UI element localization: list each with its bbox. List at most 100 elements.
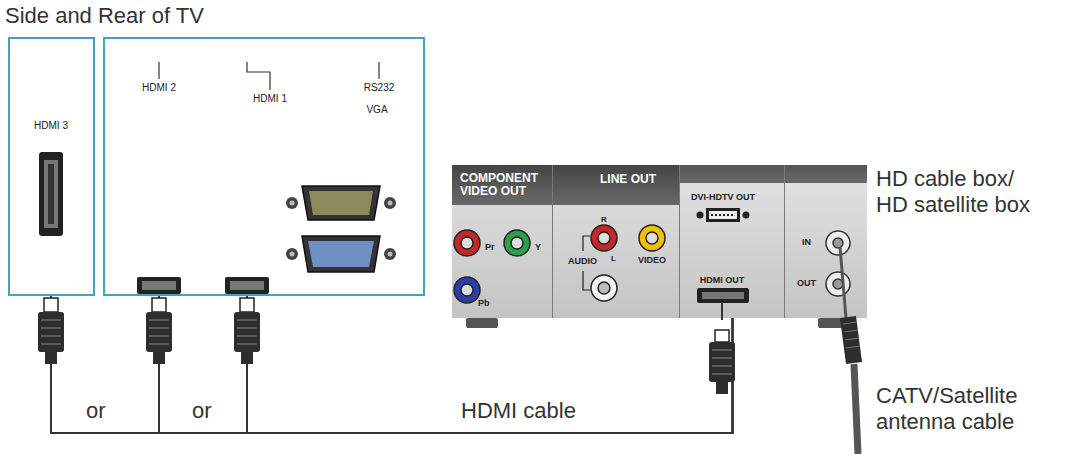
component-section: COMPONENT VIDEO OUT	[452, 165, 553, 318]
leader-line-part	[158, 62, 159, 79]
rca-jack-part	[461, 284, 473, 296]
leader-line-part	[378, 62, 379, 79]
cable-box: HD cable box/ HD satellite boxCOMPONENT …	[452, 165, 867, 318]
rca-jack-part	[591, 275, 617, 301]
node-text: LINE OUT	[600, 172, 656, 186]
rca-jack-part	[454, 230, 480, 256]
node-text: HDMI 3	[34, 120, 68, 132]
vga-port-part	[302, 236, 380, 272]
hdmi-plug-part-part	[234, 312, 260, 352]
hdmi-port-part	[142, 281, 176, 290]
jack-label: AUDIO	[568, 256, 597, 266]
or-note-holder: or	[86, 398, 106, 423]
dvi-port-part	[709, 211, 737, 219]
jack-label-holder: Pb	[478, 298, 490, 308]
node-text: HDMI 2	[142, 82, 176, 94]
cable-label-holder: CATV/Satellite antenna cable	[876, 383, 1051, 435]
node-text-holder: LINE OUT	[600, 172, 656, 186]
hdmi-plug-part	[234, 298, 260, 364]
hdmi-plug-part-part	[41, 320, 61, 344]
hdmi-plug-part-part	[716, 382, 728, 394]
node-text-holder: HDMI OUT	[700, 275, 745, 285]
node-text-holder: RS232	[364, 82, 395, 94]
coax-jack-part	[826, 231, 850, 255]
antenna-cable-part	[843, 322, 860, 348]
hdmi-out-port	[697, 288, 749, 303]
node-text-holder: HD cable box/ HD satellite box	[876, 166, 1049, 218]
diagram-title: Side and Rear of TV	[5, 3, 204, 28]
hdmi-plug-part-part	[712, 350, 732, 374]
rca-jack	[454, 225, 665, 303]
jack-label: R	[601, 215, 607, 224]
audio-bracket	[583, 236, 590, 290]
hdmi-port-vertical-part	[39, 152, 63, 236]
jack-label-holder: VIDEO	[638, 255, 666, 265]
edge-label-holder: HDMI cable	[458, 398, 579, 423]
jack-label: Pb	[478, 298, 490, 308]
rca-jack-part	[598, 282, 610, 294]
vga-port-part	[384, 248, 396, 260]
serial-port	[286, 186, 396, 220]
hdmi-plug-part-part	[237, 320, 257, 344]
jack-label: Pr	[485, 242, 495, 252]
box-foot-part	[466, 318, 498, 328]
hdmi-plug-part-part	[149, 320, 169, 344]
rca-jack-part	[639, 225, 665, 251]
hdmi-plug-part-part	[44, 298, 58, 312]
dvi-port	[697, 208, 750, 222]
hdmi-plug-part-part	[45, 352, 57, 364]
node-text-holder: VGA	[366, 104, 387, 116]
rca-jack-part	[511, 237, 523, 249]
hdmi-plug-part	[709, 330, 735, 394]
edge-label: HDMI cable	[458, 398, 579, 423]
hdmi-port-part	[137, 277, 181, 294]
jack-label-holder: R	[601, 215, 607, 224]
jack-label-holder: Y	[535, 242, 541, 252]
node-text-holder: HDMI 2	[142, 82, 176, 94]
rca-jack-part	[454, 277, 480, 303]
hdmi-plug-part-part	[709, 342, 735, 382]
hdmi-port-vertical	[39, 152, 63, 236]
hdmi-port-vertical-part	[44, 160, 58, 228]
node-text: HDMI 1	[253, 93, 287, 105]
hdmi-out-port-part	[702, 292, 744, 299]
leader-line	[159, 62, 379, 90]
hdmi-port-part	[225, 277, 269, 294]
diagram-title-holder: Side and Rear of TV	[5, 3, 204, 28]
vga-port-part	[286, 248, 298, 260]
antenna-cable-part	[840, 247, 846, 318]
or-note-holder: or	[192, 398, 212, 423]
hdmi-plug-part-part	[146, 312, 172, 352]
serial-port-part	[384, 197, 396, 209]
node-text-holder: HDMI 1	[253, 93, 287, 105]
jack-label-holder: L	[611, 254, 616, 263]
node-text: DVI-HDTV OUT	[691, 192, 755, 202]
cable-label: CATV/Satellite antenna cable	[876, 383, 1051, 435]
box-foot-part	[818, 318, 850, 328]
antenna-cable	[840, 247, 862, 454]
dvi-port-part	[711, 214, 735, 216]
serial-port-part	[290, 201, 295, 206]
node-text-holder: IN	[802, 237, 811, 247]
coax-jack-part	[833, 238, 843, 248]
leader-line-part	[247, 62, 270, 90]
rca-jack-part	[646, 232, 658, 244]
coax-jack-part	[833, 279, 843, 289]
hdmi-plug-part-part	[240, 298, 254, 312]
jack-label-holder: Pr	[485, 242, 495, 252]
node-text-holder: OUT	[797, 278, 816, 288]
vga-port-part	[388, 252, 393, 257]
serial-port-part	[286, 197, 298, 209]
rca-jack-part	[591, 225, 617, 251]
dvi-port-part	[697, 212, 704, 219]
rca-jack-part	[504, 230, 530, 256]
node-text: HD cable box/ HD satellite box	[876, 166, 1049, 218]
coax-jack	[826, 231, 850, 296]
antenna-cable-part	[854, 364, 858, 454]
rca-jack-part	[461, 237, 473, 249]
hdmi-plug-part-part	[152, 298, 166, 312]
vga-port-part	[308, 241, 374, 267]
hdmi-plug-part	[38, 298, 64, 364]
hdmi-plug	[38, 298, 735, 394]
